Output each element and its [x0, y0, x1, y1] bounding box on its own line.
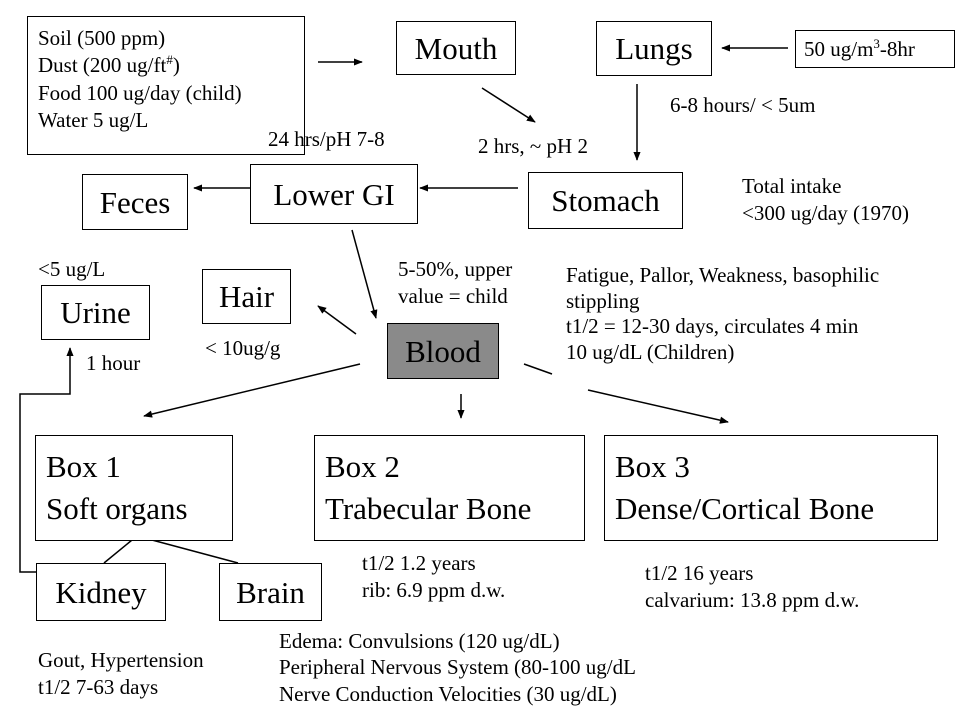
lung-exposure-box: 50 ug/m3-8hr: [795, 30, 955, 68]
label-total-intake: Total intake <300 ug/day (1970): [742, 174, 909, 225]
node-brain: Brain: [219, 563, 322, 621]
label-kidney-info: Gout, Hypertension t1/2 7-63 days: [38, 648, 204, 699]
label-urine-level: <5 ug/L: [38, 257, 106, 281]
node-lungs: Lungs: [596, 21, 712, 76]
label-cns-effects: Edema: Convulsions (120 ug/dL) Periphera…: [279, 629, 636, 706]
label-box2-info: t1/2 1.2 years rib: 6.9 ppm d.w.: [362, 551, 506, 602]
label-absorption: 5-50%, upper value = child: [398, 257, 513, 308]
node-box2-trabecular-bone: Box 2 Trabecular Bone: [314, 435, 585, 541]
node-blood: Blood: [387, 323, 499, 379]
source-dust: Dust (200 ug/ft#): [38, 52, 180, 78]
label-hair-level: < 10ug/g: [205, 336, 281, 360]
arrow-blood-to-box3: [587, 389, 729, 424]
line-blood-to-effects: [523, 363, 553, 375]
source-soil: Soil (500 ppm): [38, 26, 166, 50]
node-kidney: Kidney: [36, 563, 166, 621]
label-blood-effects: Fatigue, Pallor, Weakness, basophilic st…: [566, 263, 880, 364]
label-box3-info: t1/2 16 years calvarium: 13.8 ppm d.w.: [645, 561, 860, 612]
node-mouth: Mouth: [396, 21, 516, 75]
label-lower-gi-time: 24 hrs/pH 7-8: [268, 127, 385, 151]
node-feces: Feces: [82, 174, 188, 230]
arrow-blood-to-hair: [317, 305, 357, 335]
intake-sources-box: Soil (500 ppm) Dust (200 ug/ft#) Food 10…: [27, 16, 305, 155]
arrow-mouth-to-stomach: [481, 87, 536, 123]
arrow-lower-gi-to-blood: [351, 229, 378, 319]
arrow-kidney-to-urine: [19, 347, 74, 573]
node-box3-cortical-bone: Box 3 Dense/Cortical Bone: [604, 435, 938, 541]
line-box1-to-kidney: [103, 539, 133, 564]
node-urine: Urine: [41, 285, 150, 340]
label-lungs-to-stomach: 6-8 hours/ < 5um: [670, 93, 816, 117]
node-lower-gi: Lower GI: [250, 164, 418, 224]
arrow-blood-to-box1: [143, 363, 361, 418]
source-water: Water 5 ug/L: [38, 107, 149, 132]
label-urine-time: 1 hour: [86, 351, 141, 375]
line-box1-to-brain: [151, 539, 239, 564]
label-mouth-to-stomach: 2 hrs, ~ pH 2: [478, 134, 588, 158]
node-box1-soft-organs: Box 1 Soft organs: [35, 435, 233, 541]
node-stomach: Stomach: [528, 172, 683, 229]
node-hair: Hair: [202, 269, 291, 324]
source-food: Food 100 ug/day (child): [38, 80, 242, 105]
